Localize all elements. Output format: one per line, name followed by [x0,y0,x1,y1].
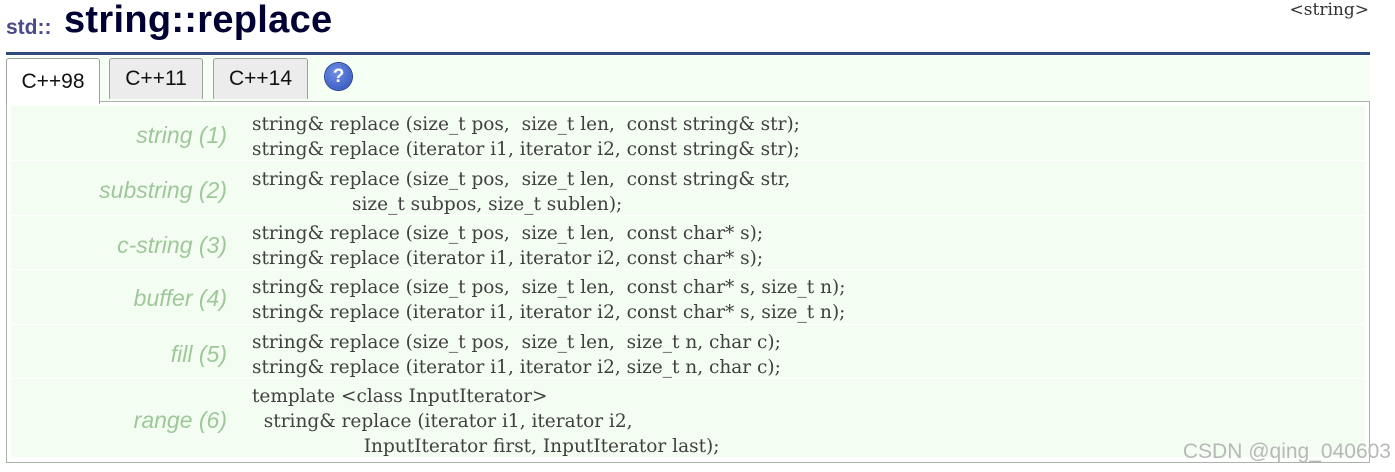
tab-cpp11[interactable]: C++11 [109,58,203,99]
overload-signature: string& replace (size_t pos, size_t len,… [252,223,764,269]
tab-cpp98[interactable]: C++98 [6,58,100,104]
page-header: std:: string::replace [6,0,1370,55]
overload-label: c-string (3) [117,232,227,258]
watermark-text: CSDN @qing_040603 [1182,440,1391,463]
overload-signature: string& replace (size_t pos, size_t len,… [252,332,781,378]
overload-row-string: string (1) string& replace (size_t pos, … [11,106,1365,161]
page-title: string::replace [64,0,333,41]
overload-row-fill: fill (5) string& replace (size_t pos, si… [11,325,1365,379]
overload-row-buffer: buffer (4) string& replace (size_t pos, … [11,270,1365,325]
overload-label: fill (5) [170,341,227,367]
namespace-label: std:: [6,16,52,39]
header-file-tag[interactable]: <string> [1289,0,1369,20]
overload-signature: string& replace (size_t pos, size_t len,… [252,114,800,160]
overloads-panel: string (1) string& replace (size_t pos, … [6,101,1370,463]
overload-signature: string& replace (size_t pos, size_t len,… [252,277,846,323]
question-mark-icon[interactable]: ? [325,63,352,90]
overload-label: substring (2) [99,177,227,203]
overload-label: buffer (4) [133,285,227,311]
overload-row-range: range (6) template <class InputIterator>… [11,379,1365,458]
overload-row-c-string: c-string (3) string& replace (size_t pos… [11,216,1365,270]
tab-cpp14[interactable]: C++14 [213,58,308,99]
overload-signature: string& replace (size_t pos, size_t len,… [252,169,791,215]
overload-label: string (1) [136,122,227,148]
overload-label: range (6) [133,407,227,433]
overload-signature: template <class InputIterator> string& r… [252,386,720,457]
overload-row-substring: substring (2) string& replace (size_t po… [11,161,1365,216]
version-tabbar: C++98 C++11 C++14 ? [6,56,1370,104]
